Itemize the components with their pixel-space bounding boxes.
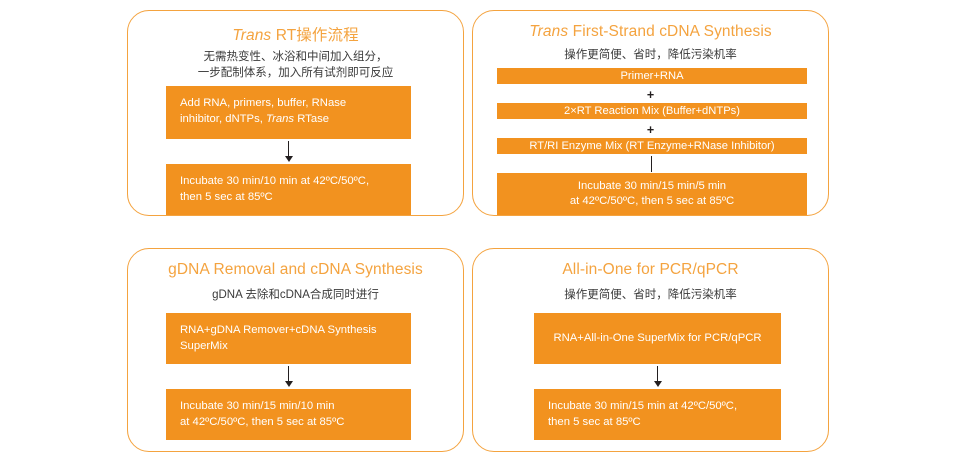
add-reagents-text-italic: Trans [266,112,295,125]
step-box-add-reagents-text: Add RNA, primers, buffer, RNase inhibito… [180,96,397,127]
panel-1-title-italic: Trans [232,27,272,44]
step-box-rna-gdna-remover-supermix: RNA+gDNA Remover+cDNA Synthesis SuperMix [166,313,411,364]
panel-4-subtitle: 操作更简便、省时，降低污染机率 [564,289,737,301]
reagent-bar-rt-reaction-mix: 2×RT Reaction Mix (Buffer+dNTPs) [497,103,807,119]
step-box-rna-gdna-remover-supermix-text: RNA+gDNA Remover+cDNA Synthesis SuperMix [180,324,377,352]
panel-4-title-rest: All-in-One for PCR/qPCR [562,261,739,278]
panel-3-title: gDNA Removal and cDNA Synthesis [128,261,463,279]
step-box-incubate-panel-4-text: Incubate 30 min/15 min at 42ºC/50ºC, the… [548,400,738,428]
add-reagents-text-post: RTase [294,112,330,125]
step-box-incubate-panel-4: Incubate 30 min/15 min at 42ºC/50ºC, the… [534,389,781,440]
arrow-down-icon-panel-4 [652,366,663,387]
plus-separator-1: + [646,88,655,102]
panel-3-title-rest: gDNA Removal and cDNA Synthesis [168,261,423,278]
step-box-rna-all-in-one-supermix-text: RNA+All-in-One SuperMix for PCR/qPCR [553,331,762,344]
panel-1-title: Trans RT操作流程 [128,23,463,45]
reagent-bar-rt-ri-enzyme-mix: RT/RI Enzyme Mix (RT Enzyme+RNase Inhibi… [497,138,807,154]
panel-2-title: Trans First-Strand cDNA Synthesis [473,23,828,41]
plus-separator-2: + [646,123,655,137]
step-box-incubate-panel-2-text: Incubate 30 min/15 min/5 min at 42ºC/50º… [569,179,735,208]
connector-line-panel-2 [651,156,653,172]
arrow-down-icon-panel-3 [283,366,294,387]
arrow-down-icon-panel-1 [283,141,294,162]
panel-2-title-italic: Trans [529,23,569,40]
step-box-incubate-panel-3-text: Incubate 30 min/15 min/10 min at 42ºC/50… [180,400,345,428]
panel-trans-first-strand-cdna-synthesis: Trans First-Strand cDNA Synthesis 操作更简便、… [472,10,829,216]
add-reagents-text-pre: Add RNA, primers, buffer, RNase inhibito… [180,97,347,125]
step-box-incubate-panel-1-text: Incubate 30 min/10 min at 42ºC/50ºC, the… [180,175,370,203]
step-box-incubate-panel-2: Incubate 30 min/15 min/5 min at 42ºC/50º… [497,173,807,215]
step-box-rna-all-in-one-supermix: RNA+All-in-One SuperMix for PCR/qPCR [534,313,781,364]
panel-4-title: All-in-One for PCR/qPCR [473,261,828,279]
panel-2-title-rest: First-Strand cDNA Synthesis [568,23,772,40]
reagent-bar-rt-reaction-mix-text: 2×RT Reaction Mix (Buffer+dNTPs) [564,104,740,117]
panel-gdna-removal-and-cdna-synthesis: gDNA Removal and cDNA Synthesis gDNA 去除和… [127,248,464,452]
reagent-bar-primer-rna-text: Primer+RNA [620,69,684,82]
panel-1-subtitle: 无需热变性、冰浴和中间加入组分， 一步配制体系，加入所有试剂即可反应 [197,51,394,79]
step-box-add-reagents: Add RNA, primers, buffer, RNase inhibito… [166,86,411,139]
step-box-incubate-panel-1: Incubate 30 min/10 min at 42ºC/50ºC, the… [166,164,411,215]
reagent-bar-rt-ri-enzyme-mix-text: RT/RI Enzyme Mix (RT Enzyme+RNase Inhibi… [529,139,775,152]
panel-3-subtitle: gDNA 去除和cDNA合成同时进行 [212,289,379,301]
step-box-incubate-panel-3: Incubate 30 min/15 min/10 min at 42ºC/50… [166,389,411,440]
panel-2-subtitle: 操作更简便、省时，降低污染机率 [564,49,737,61]
panel-all-in-one-for-pcr-qpcr: All-in-One for PCR/qPCR 操作更简便、省时，降低污染机率 … [472,248,829,452]
panel-trans-rt-workflow: Trans RT操作流程 无需热变性、冰浴和中间加入组分， 一步配制体系，加入所… [127,10,464,216]
panel-1-title-rest: RT操作流程 [271,27,359,44]
reagent-bar-primer-rna: Primer+RNA [497,68,807,84]
